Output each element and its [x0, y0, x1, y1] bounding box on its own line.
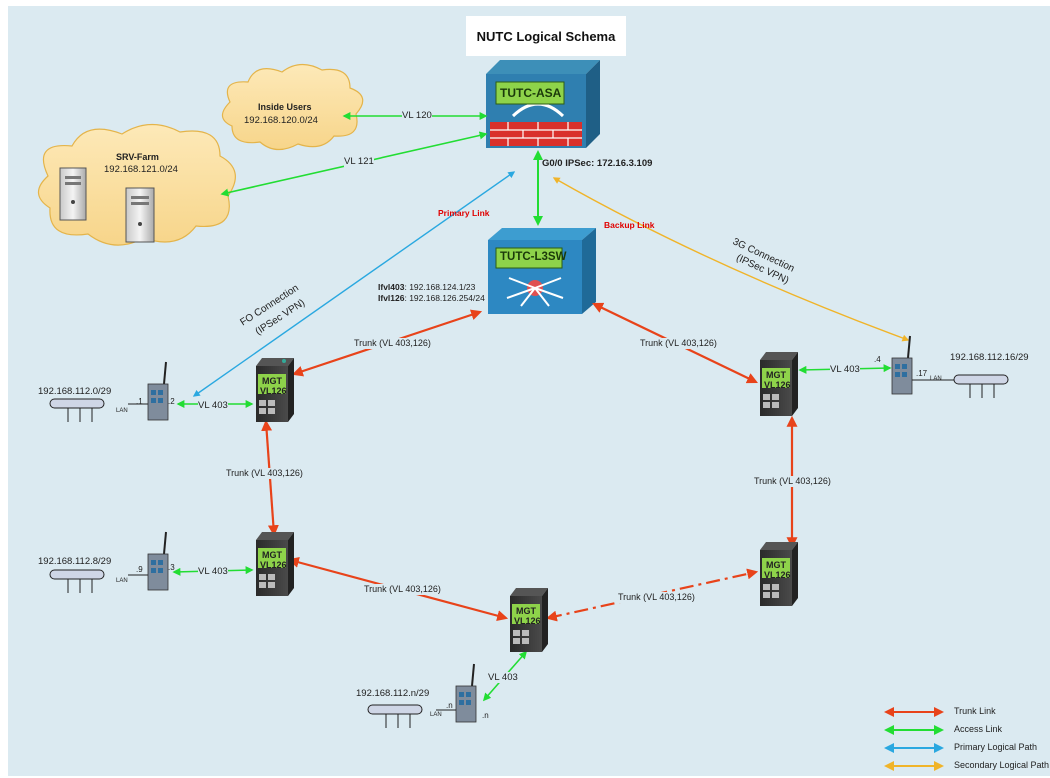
srv-farm-cloud — [37, 123, 236, 246]
srv-farm-label: SRV-Farm — [116, 152, 159, 162]
trunk-label: Trunk (VL 403,126) — [354, 338, 431, 349]
trunk-label: Trunk (VL 403,126) — [364, 584, 441, 595]
site-wan-ip: .3 — [168, 563, 175, 572]
l3sw-ifvl126: Ifvl126: 192.168.126.254/24 — [378, 293, 485, 303]
site-lan-ip: .1 — [136, 397, 143, 406]
access-switch-icon — [760, 352, 798, 416]
site-wan-ip: .n — [482, 711, 489, 720]
access-switch-icon — [256, 532, 294, 596]
legend-trunk-label: Trunk Link — [954, 706, 996, 716]
site-lan-ip: .17 — [916, 369, 928, 378]
srv-farm-subnet: 192.168.121.0/24 — [104, 164, 178, 175]
site-lan-label: LAN — [116, 578, 128, 584]
access-switch-icon — [256, 358, 294, 422]
cellular-router-icon — [455, 663, 477, 723]
site-lan-ip: .9 — [136, 565, 143, 574]
asa-label: TUTC-ASA — [500, 86, 562, 100]
vl403-label: VL 403 — [830, 364, 860, 375]
legend-access-label: Access Link — [954, 724, 1003, 734]
switch-vlan-label: VL126 — [260, 386, 287, 396]
switch-mgt-label: MGT — [262, 376, 282, 386]
trunk-label: Trunk (VL 403,126) — [226, 468, 303, 479]
cellular-router-icon — [147, 361, 169, 421]
server-icon — [125, 187, 155, 243]
asa-ipsec-note: G0/0 IPSec: 172.16.3.109 — [542, 158, 653, 169]
switch-mgt-label: MGT — [262, 550, 282, 560]
lan-bus-segment — [49, 569, 148, 593]
vl120-label: VL 120 — [402, 110, 432, 121]
switch-mgt-label: MGT — [516, 606, 536, 616]
site-subnet-label: 192.168.112.0/29 — [38, 386, 112, 397]
vl403-label: VL 403 — [198, 400, 228, 411]
site-subnet-label: 192.168.112.n/29 — [356, 688, 430, 699]
switch-vlan-label: VL126 — [514, 616, 541, 626]
l3sw-label: TUTC-L3SW — [500, 251, 567, 263]
trunk-label: Trunk (VL 403,126) — [640, 338, 717, 349]
backup-link-path — [552, 177, 910, 342]
legend-primary-label: Primary Logical Path — [954, 742, 1038, 752]
inside-users-label: Inside Users — [258, 102, 312, 112]
site-subnet-label: 192.168.112.16/29 — [950, 352, 1029, 363]
primary-link-label: Primary Link — [438, 208, 490, 218]
l3-switch-icon — [488, 228, 596, 314]
switch-vlan-label: VL126 — [764, 380, 791, 390]
switch-mgt-label: MGT — [766, 370, 786, 380]
switch-vlan-label: VL126 — [260, 560, 287, 570]
lan-bus-segment — [367, 704, 456, 728]
l3sw-ifvl403: Ifvl403: 192.168.124.1/23 — [378, 282, 476, 292]
asa-firewall-icon — [486, 60, 600, 148]
vl403-label: VL 403 — [198, 566, 228, 577]
lan-bus-segment — [912, 374, 1009, 398]
access-switch-icon — [760, 542, 798, 606]
inside-users-subnet: 192.168.120.0/24 — [244, 115, 318, 126]
site-wan-ip: .2 — [168, 397, 175, 406]
trunk-label: Trunk (VL 403,126) — [754, 476, 831, 487]
trunk-label: Trunk (VL 403,126) — [618, 592, 695, 603]
switch-vlan-label: VL126 — [764, 570, 791, 580]
site-subnet-label: 192.168.112.8/29 — [38, 556, 112, 567]
primary-link-path — [192, 171, 516, 397]
trunk-link-sw3-sw5 — [545, 568, 759, 622]
vl403-label: VL 403 — [488, 672, 518, 683]
diagram-title: NUTC Logical Schema — [466, 16, 626, 56]
legend-secondary-label: Secondary Logical Path — [954, 760, 1050, 770]
site-lan-label: LAN — [430, 712, 442, 718]
backup-link-label: Backup Link — [604, 220, 655, 230]
site-lan-label: LAN — [116, 408, 128, 414]
site-lan-label: LAN — [930, 376, 942, 382]
vl121-label: VL 121 — [344, 156, 374, 167]
site-wan-ip: .4 — [874, 355, 881, 364]
lan-bus-segment — [49, 398, 148, 422]
access-switch-icon — [510, 588, 548, 652]
cellular-router-icon — [891, 335, 913, 395]
cellular-router-icon — [147, 531, 169, 591]
diagram-drawing — [37, 60, 1009, 771]
switch-mgt-label: MGT — [766, 560, 786, 570]
site-lan-ip: .n — [446, 701, 453, 710]
diagram-canvas: NUTC Logical Schema — [8, 6, 1050, 776]
server-icon — [59, 167, 87, 221]
